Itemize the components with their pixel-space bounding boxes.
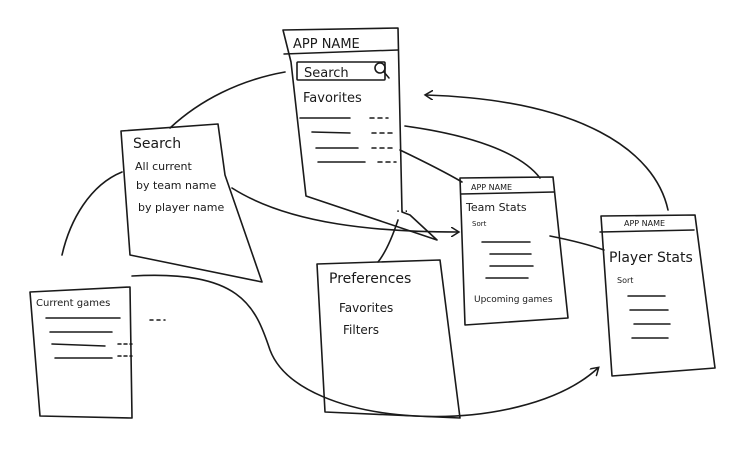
current-games-screen: Current games — [29, 286, 166, 419]
search-screen: Search All current by team name by playe… — [120, 123, 263, 283]
search-option-player-name[interactable]: by player name — [138, 201, 224, 214]
team-stats-header: APP NAME — [471, 183, 512, 192]
arrow-current-to-search — [61, 171, 123, 256]
search-screen-title: Search — [133, 136, 181, 152]
player-stats-header: APP NAME — [624, 219, 665, 228]
arrow-player-to-main — [426, 95, 669, 211]
search-option-all-current[interactable]: All current — [135, 160, 193, 173]
player-stats-sort[interactable]: Sort — [617, 276, 633, 285]
arrow-team-to-main — [404, 125, 541, 179]
arrow-team-to-player — [549, 235, 605, 251]
team-stats-upcoming-games[interactable]: Upcoming games — [474, 295, 553, 305]
favorites-heading: Favorites — [303, 91, 362, 106]
player-stats-title: Player Stats — [609, 250, 693, 266]
current-games-title: Current games — [36, 298, 110, 309]
arrow-main-to-prefs — [377, 219, 399, 263]
search-input[interactable] — [296, 61, 386, 81]
preferences-item-favorites[interactable]: Favorites — [339, 301, 393, 315]
team-stats-title: Team Stats — [465, 201, 527, 214]
arrow-search-to-team — [231, 187, 458, 232]
team-stats-sort[interactable]: Sort — [472, 220, 487, 228]
arrow-current-to-player — [131, 274, 598, 418]
arrow-search-to-main — [169, 71, 286, 129]
main-app-screen: APP NAME Search Favorites ... — [282, 27, 438, 241]
search-input-label: Search — [304, 66, 349, 81]
preferences-screen: Preferences Favorites Filters — [316, 259, 461, 419]
search-icon[interactable] — [374, 62, 386, 74]
arrow-main-to-team — [399, 149, 463, 183]
preferences-title: Preferences — [329, 271, 411, 287]
preferences-item-filters[interactable]: Filters — [343, 323, 379, 337]
player-stats-screen: APP NAME Player Stats Sort — [599, 214, 716, 377]
more-options-icon[interactable]: ... — [396, 201, 408, 216]
search-option-team-name[interactable]: by team name — [136, 179, 216, 192]
main-app-header: APP NAME — [293, 37, 360, 52]
team-stats-screen: APP NAME Team Stats Sort Upcoming games — [459, 176, 569, 326]
flow-arrows — [61, 71, 669, 418]
